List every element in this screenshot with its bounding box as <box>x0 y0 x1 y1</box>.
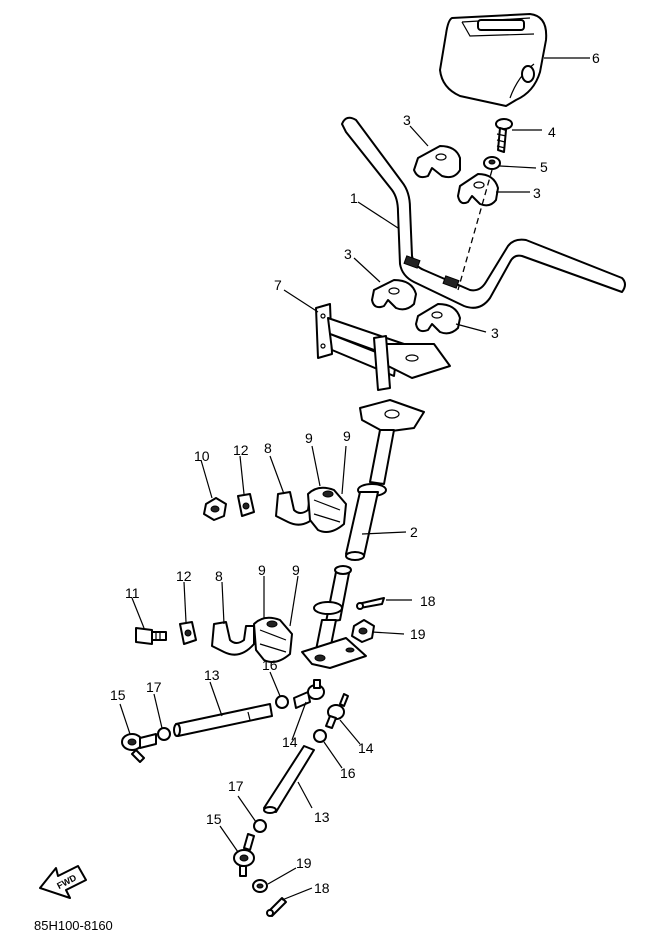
callout-9-lower-b: 9 <box>292 562 300 578</box>
clamp-bolt <box>495 118 513 153</box>
callout-1: 1 <box>350 190 358 206</box>
tie-rod-end-14-lower <box>325 693 349 729</box>
callout-18-lower: 18 <box>314 880 330 896</box>
callout-4: 4 <box>548 124 556 140</box>
handlebar-pad <box>439 13 548 107</box>
callout-19-lower: 19 <box>296 855 312 871</box>
cotter-pin-18-lower <box>266 897 287 917</box>
holder-8-lower <box>211 621 255 656</box>
leader-lines <box>119 57 590 901</box>
callout-15-lower: 15 <box>206 811 222 827</box>
callout-16-upper: 16 <box>262 657 278 673</box>
tie-rod-end-14-upper <box>293 679 325 709</box>
handlebar-bracket <box>315 303 451 391</box>
callout-18-upper: 18 <box>420 593 436 609</box>
callout-9-lower-a: 9 <box>258 562 266 578</box>
nut-10 <box>203 497 227 521</box>
tie-rod-end-15-lower <box>233 833 255 877</box>
collar-12-lower <box>179 621 197 645</box>
bushing-9-upper <box>307 486 347 533</box>
callout-3-lower-right: 3 <box>491 325 499 341</box>
callout-9-upper-b: 9 <box>343 428 351 444</box>
nut-19-lower <box>252 879 268 893</box>
handlebar-clamp-lower-right <box>415 303 461 335</box>
callout-3-upper-left: 3 <box>403 112 411 128</box>
locknut-16-upper <box>275 695 289 709</box>
handlebar-clamp-lower-left <box>371 279 417 311</box>
bushing-9-lower <box>253 616 293 663</box>
locknut-16-lower <box>313 729 327 743</box>
clamp-nut <box>483 156 501 170</box>
callout-3-upper-right: 3 <box>533 185 541 201</box>
collar-12-upper <box>237 493 255 517</box>
callout-2: 2 <box>410 524 418 540</box>
callout-13-lower: 13 <box>314 809 330 825</box>
callout-13-upper: 13 <box>204 667 220 683</box>
handlebar-clamp-upper-left <box>413 145 461 179</box>
callout-5: 5 <box>540 159 548 175</box>
callout-14-lower: 14 <box>358 740 374 756</box>
tie-rod-end-15-upper <box>121 733 157 763</box>
callout-7: 7 <box>274 277 282 293</box>
nut-19-upper <box>351 619 375 643</box>
callout-15-upper: 15 <box>110 687 126 703</box>
bolt-11 <box>135 627 167 645</box>
steering-column <box>345 399 425 561</box>
callout-9-upper-a: 9 <box>305 430 313 446</box>
cotter-pin-18-upper <box>356 597 385 610</box>
callout-16-lower: 16 <box>340 765 356 781</box>
handlebar <box>341 116 626 309</box>
callout-12-lower: 12 <box>176 568 192 584</box>
callout-12-upper: 12 <box>233 442 249 458</box>
callout-10: 10 <box>194 448 210 464</box>
locknut-17-lower <box>253 819 267 833</box>
callout-numbers: 6 3 4 5 3 1 3 7 3 10 12 8 9 9 2 11 12 8 … <box>110 50 600 896</box>
callout-19-upper: 19 <box>410 626 426 642</box>
callout-11: 11 <box>125 585 140 601</box>
forward-arrow-icon: FWD <box>39 865 87 899</box>
callout-17-lower: 17 <box>228 778 244 794</box>
locknut-17-upper <box>157 727 171 741</box>
tie-rod-13-upper <box>173 703 273 737</box>
tie-rod-13-lower <box>263 745 315 814</box>
callout-17-upper: 17 <box>146 679 162 695</box>
callout-14-upper: 14 <box>282 734 298 750</box>
steering-column-lower <box>301 565 367 669</box>
callout-8-lower: 8 <box>215 568 223 584</box>
handlebar-clamp-upper-right <box>457 173 499 207</box>
diagram-code: 85H100-8160 <box>34 918 113 933</box>
callout-3-lower-left: 3 <box>344 246 352 262</box>
callout-6: 6 <box>592 50 600 66</box>
callout-8-upper: 8 <box>264 440 272 456</box>
